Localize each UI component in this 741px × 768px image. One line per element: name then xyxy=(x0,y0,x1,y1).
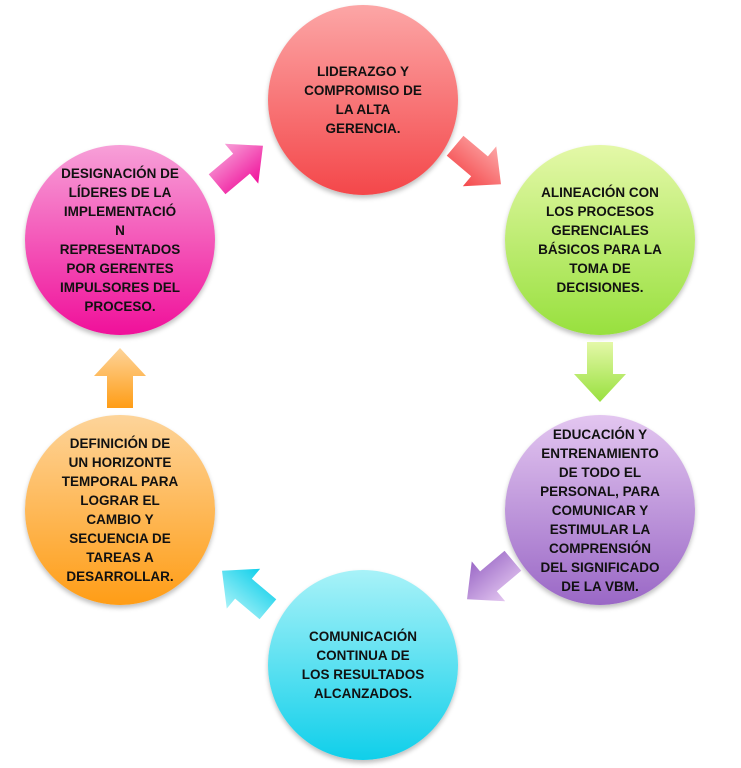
step-education: EDUCACIÓN Y ENTRENAMIENTO DE TODO EL PER… xyxy=(505,415,695,605)
arrow-icon xyxy=(446,135,501,187)
step-communication: COMUNICACIÓN CONTINUA DE LOS RESULTADOS … xyxy=(268,570,458,760)
step-leaders: DESIGNACIÓN DE LÍDERES DE LA IMPLEMENTAC… xyxy=(25,145,215,335)
step-text: ALINEACIÓN CON LOS PROCESOS GERENCIALES … xyxy=(538,185,662,295)
arrow-icon xyxy=(208,143,263,195)
step-text: LIDERAZGO Y COMPROMISO DE LA ALTA GERENC… xyxy=(304,64,422,136)
arrow-icon xyxy=(467,550,522,602)
step-text: DESIGNACIÓN DE LÍDERES DE LA IMPLEMENTAC… xyxy=(59,166,181,314)
step-time-horizon: DEFINICIÓN DE UN HORIZONTE TEMPORAL PARA… xyxy=(25,415,215,605)
step-alignment: ALINEACIÓN CON LOS PROCESOS GERENCIALES … xyxy=(505,145,695,335)
arrow-icon xyxy=(222,568,277,620)
step-text: COMUNICACIÓN CONTINUA DE LOS RESULTADOS … xyxy=(301,629,425,701)
arrow-icon xyxy=(94,348,146,408)
step-leadership: LIDERAZGO Y COMPROMISO DE LA ALTA GERENC… xyxy=(268,5,458,195)
step-text: EDUCACIÓN Y ENTRENAMIENTO DE TODO EL PER… xyxy=(540,426,660,594)
arrow-icon xyxy=(574,342,626,402)
step-text: DEFINICIÓN DE UN HORIZONTE TEMPORAL PARA… xyxy=(61,436,179,584)
